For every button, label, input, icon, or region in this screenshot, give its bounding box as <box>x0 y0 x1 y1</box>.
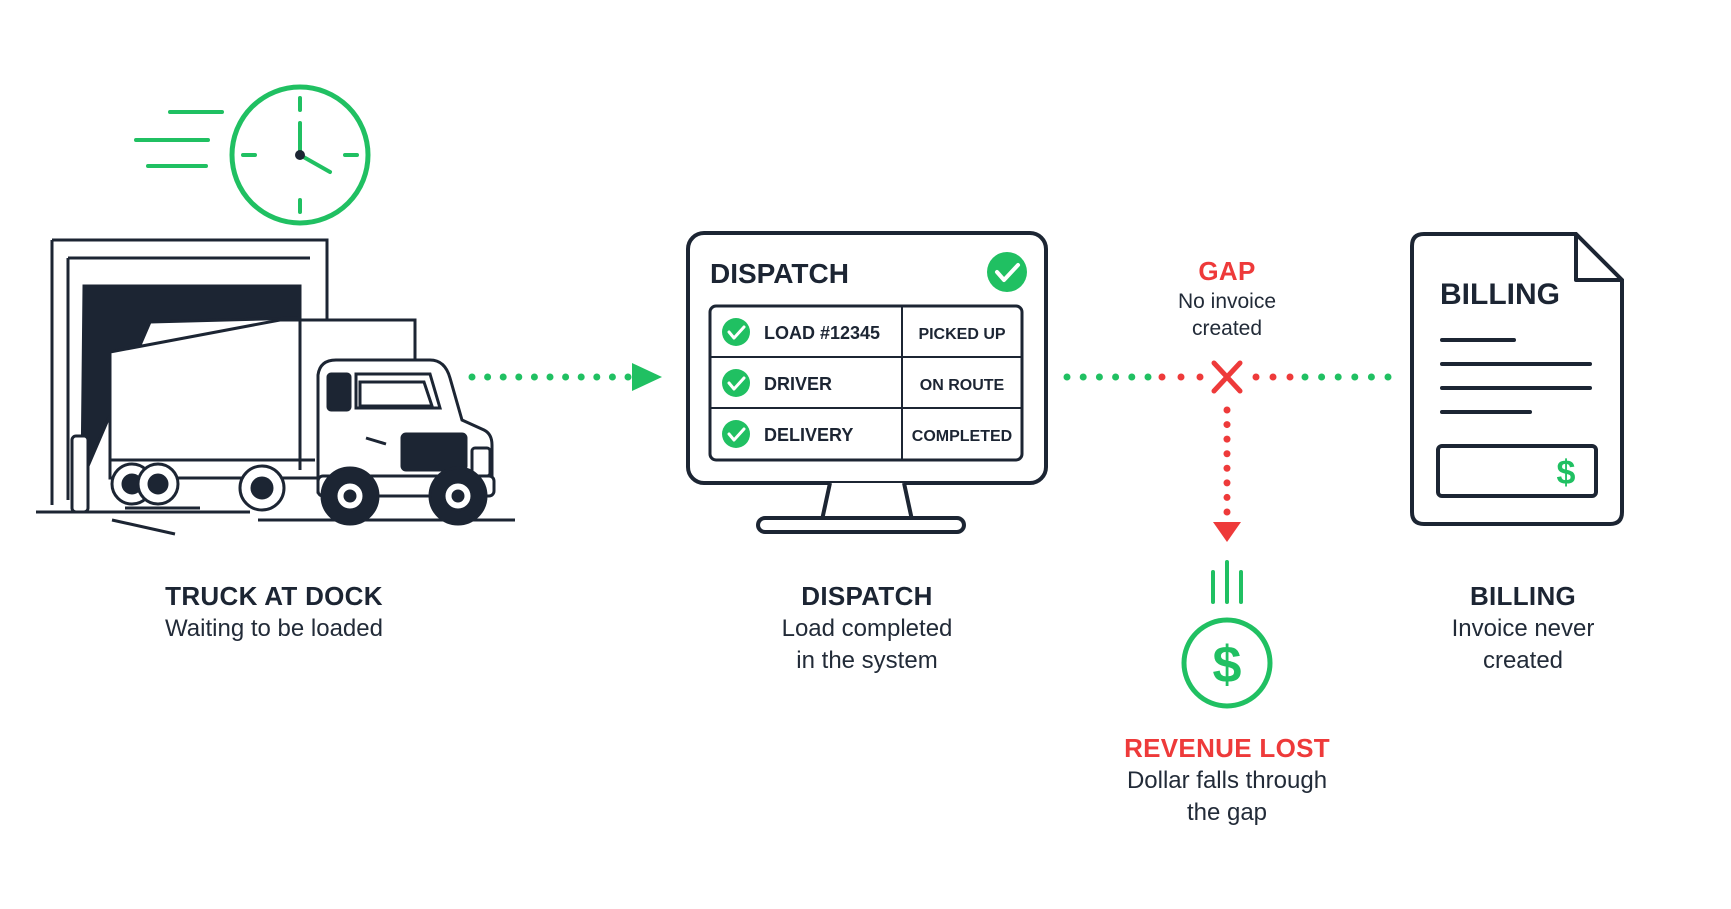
connector-dot <box>1095 373 1103 381</box>
dispatch-row-label: DELIVERY <box>764 425 853 445</box>
connector-dot <box>1177 373 1185 381</box>
connector-dot <box>1223 450 1231 458</box>
connector-dot <box>1334 373 1342 381</box>
connector-dot <box>608 373 616 381</box>
connector-dot <box>499 373 507 381</box>
revenue-subtitle: Dollar falls through the gap <box>1126 767 1328 826</box>
connector-dot <box>468 373 476 381</box>
dispatch-label: DISPATCH Load completed in the system <box>717 579 1017 677</box>
connector-dot <box>1367 373 1375 381</box>
revenue-label: REVENUE LOST Dollar falls through the ga… <box>1087 731 1367 829</box>
connector-dot <box>1223 435 1231 443</box>
billing-amount-symbol: $ <box>1557 454 1576 492</box>
billing-label: BILLING Invoice never created <box>1383 579 1663 677</box>
connector-dot <box>1252 373 1260 381</box>
dispatch-screen-title: DISPATCH <box>710 258 849 289</box>
dispatch-row-status: ON ROUTE <box>920 377 1005 394</box>
gap-subtitle: No invoice created <box>1177 290 1277 340</box>
dispatch-row: DRIVER ON ROUTE <box>722 369 1005 397</box>
gap-title: GAP <box>1198 256 1256 286</box>
truck-icon <box>108 318 496 526</box>
connector-dot <box>1269 373 1277 381</box>
connector-dot <box>530 373 538 381</box>
down-arrow-icon <box>1213 522 1241 542</box>
connector-dot <box>1318 373 1326 381</box>
dispatch-row: LOAD #12345 PICKED UP <box>722 318 1006 346</box>
loading-dock-icon <box>36 238 515 536</box>
connector-dot <box>1351 373 1359 381</box>
check-icon <box>722 318 750 346</box>
connector-dot <box>1158 373 1166 381</box>
connector-dot <box>577 373 585 381</box>
status-check-icon <box>987 252 1027 292</box>
connector-dot <box>624 373 632 381</box>
gap-connector <box>1063 360 1392 542</box>
billing-subtitle: Invoice never created <box>1451 615 1595 674</box>
dispatch-row-label: DRIVER <box>764 374 832 394</box>
connector-dot <box>562 373 570 381</box>
connector-dot <box>1223 406 1231 414</box>
flow-arrow-truck-to-dispatch <box>468 363 662 391</box>
connector-dot <box>484 373 492 381</box>
connector-dot <box>515 373 523 381</box>
connector-dot <box>1223 464 1231 472</box>
dispatch-row-status: COMPLETED <box>912 428 1012 445</box>
check-icon <box>722 369 750 397</box>
document-icon: BILLING $ <box>1410 232 1624 526</box>
dispatch-row-label: LOAD #12345 <box>764 323 880 343</box>
connector-dot <box>1144 373 1152 381</box>
connector-dot <box>1128 373 1136 381</box>
truck-title: TRUCK AT DOCK <box>165 581 383 611</box>
connector-dot <box>546 373 554 381</box>
dispatch-subtitle: Load completed in the system <box>781 615 953 674</box>
connector-dot <box>593 373 601 381</box>
truck-label: TRUCK AT DOCK Waiting to be loaded <box>124 579 424 645</box>
dispatch-row: DELIVERY COMPLETED <box>722 420 1012 448</box>
clock-icon <box>134 84 371 226</box>
dispatch-row-status: PICKED UP <box>918 326 1005 343</box>
truck-subtitle: Waiting to be loaded <box>165 615 383 642</box>
connector-dot <box>1223 479 1231 487</box>
revenue-title: REVENUE LOST <box>1124 733 1330 763</box>
dispatch-title: DISPATCH <box>801 581 933 611</box>
check-icon <box>722 420 750 448</box>
connector-dot <box>1196 373 1204 381</box>
billing-doc-title: BILLING <box>1440 278 1560 311</box>
gap-label: GAP No invoice created <box>1127 254 1327 342</box>
connector-dot <box>1286 373 1294 381</box>
dispatch-monitor-icon: DISPATCH LOAD #12345 PICKED UP DRIVER ON… <box>686 231 1048 534</box>
connector-dot <box>1223 421 1231 429</box>
connector-dot <box>1384 373 1392 381</box>
connector-dot <box>1223 508 1231 516</box>
connector-dot <box>1223 493 1231 501</box>
connector-dot <box>1112 373 1120 381</box>
billing-title: BILLING <box>1469 581 1577 611</box>
x-mark-icon <box>1211 360 1243 394</box>
connector-dot <box>1063 373 1071 381</box>
connector-dot <box>1301 373 1309 381</box>
dollar-coin-icon: $ <box>1181 560 1273 709</box>
connector-dot <box>1079 373 1087 381</box>
coin-symbol: $ <box>1213 636 1242 694</box>
